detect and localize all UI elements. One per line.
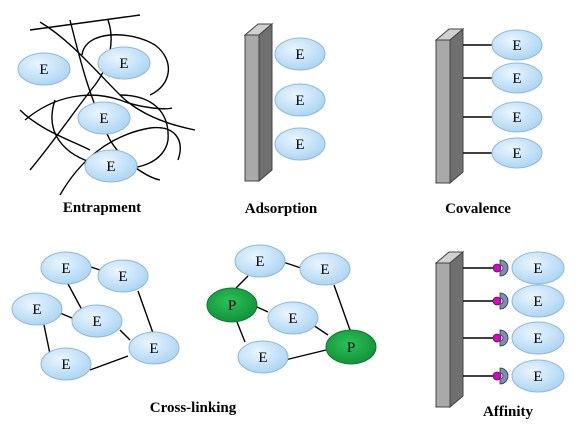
covalence-label: Covalence	[445, 201, 511, 217]
svg-text:E: E	[255, 254, 264, 270]
enzyme: E	[40, 251, 92, 285]
svg-text:E: E	[92, 314, 101, 330]
svg-text:E: E	[39, 62, 48, 78]
svg-text:E: E	[149, 341, 158, 357]
protein: P	[206, 287, 258, 323]
affinity-ligand	[463, 292, 509, 310]
enzyme: E	[274, 127, 326, 161]
enzyme: E	[491, 62, 543, 94]
enzyme: E	[84, 149, 138, 183]
crosslinking-enzyme-network: E E E E E E	[11, 251, 180, 381]
enzyme: E	[234, 244, 286, 278]
enzyme: E	[511, 284, 565, 318]
svg-text:E: E	[118, 269, 127, 285]
crosslink-bond	[333, 284, 351, 331]
svg-text:E: E	[99, 111, 108, 127]
enzyme: E	[267, 301, 319, 335]
entrapment-label: Entrapment	[63, 200, 141, 216]
enzyme: E	[491, 29, 543, 61]
svg-text:E: E	[533, 331, 542, 347]
protein: P	[325, 329, 377, 365]
enzyme: E	[511, 321, 565, 355]
svg-text:E: E	[512, 110, 521, 126]
crosslink-bond	[89, 355, 129, 371]
svg-text:E: E	[61, 357, 70, 373]
polymer-mesh	[19, 14, 196, 196]
svg-text:E: E	[32, 302, 41, 318]
affinity-panel: E E E E Affinity	[434, 250, 565, 420]
svg-text:E: E	[106, 159, 115, 175]
crosslink-bond	[137, 290, 154, 334]
affinity-ligand	[463, 367, 509, 385]
crosslink-bond	[236, 321, 246, 343]
crosslinking-label: Cross-linking	[150, 400, 237, 416]
enzyme: E	[274, 83, 326, 117]
enzyme: E	[511, 251, 565, 285]
svg-text:E: E	[512, 38, 521, 54]
support-plate	[243, 22, 274, 183]
crosslink-bond	[66, 281, 83, 311]
svg-text:E: E	[533, 261, 542, 277]
enzyme: E	[491, 137, 543, 169]
enzyme: E	[237, 340, 289, 374]
entrapment-panel: E E E E Entrapment	[17, 14, 196, 216]
adsorption-label: Adsorption	[245, 201, 318, 217]
enzyme: E	[71, 304, 123, 338]
enzyme: E	[299, 252, 351, 286]
enzyme: E	[511, 359, 565, 393]
affinity-ligand	[463, 259, 509, 277]
enzyme: E	[77, 101, 131, 135]
enzyme: E	[97, 259, 149, 293]
svg-text:E: E	[295, 137, 304, 153]
enzyme: E	[128, 331, 180, 365]
svg-text:E: E	[320, 262, 329, 278]
svg-text:E: E	[512, 71, 521, 87]
enzyme: E	[40, 347, 92, 381]
crosslink-bond	[284, 349, 327, 361]
svg-text:E: E	[119, 56, 128, 72]
svg-text:E: E	[258, 350, 267, 366]
support-plate	[434, 27, 465, 185]
support-plate	[434, 250, 465, 409]
enzyme: E	[491, 101, 543, 133]
crosslinking-protein-network: E E P E P E	[206, 244, 377, 374]
enzyme: E	[274, 37, 326, 71]
covalence-panel: E E E E Covalence	[434, 27, 543, 217]
adsorption-panel: E E E Adsorption	[243, 22, 326, 217]
affinity-label: Affinity	[483, 404, 533, 420]
svg-text:E: E	[295, 47, 304, 63]
crosslink-bond	[59, 312, 73, 319]
svg-text:P: P	[347, 340, 355, 356]
svg-text:P: P	[228, 298, 236, 314]
enzyme: E	[17, 52, 71, 86]
crosslink-bond	[43, 324, 51, 355]
svg-text:E: E	[61, 261, 70, 277]
crosslink-bond	[282, 261, 302, 269]
crosslink-bond	[119, 329, 131, 341]
svg-text:E: E	[533, 294, 542, 310]
enzyme: E	[97, 46, 151, 80]
svg-text:E: E	[533, 369, 542, 385]
svg-text:E: E	[295, 93, 304, 109]
crosslink-bond	[235, 275, 249, 289]
svg-text:E: E	[288, 311, 297, 327]
svg-text:E: E	[512, 146, 521, 162]
enzyme: E	[11, 292, 63, 326]
affinity-ligand	[463, 329, 509, 347]
